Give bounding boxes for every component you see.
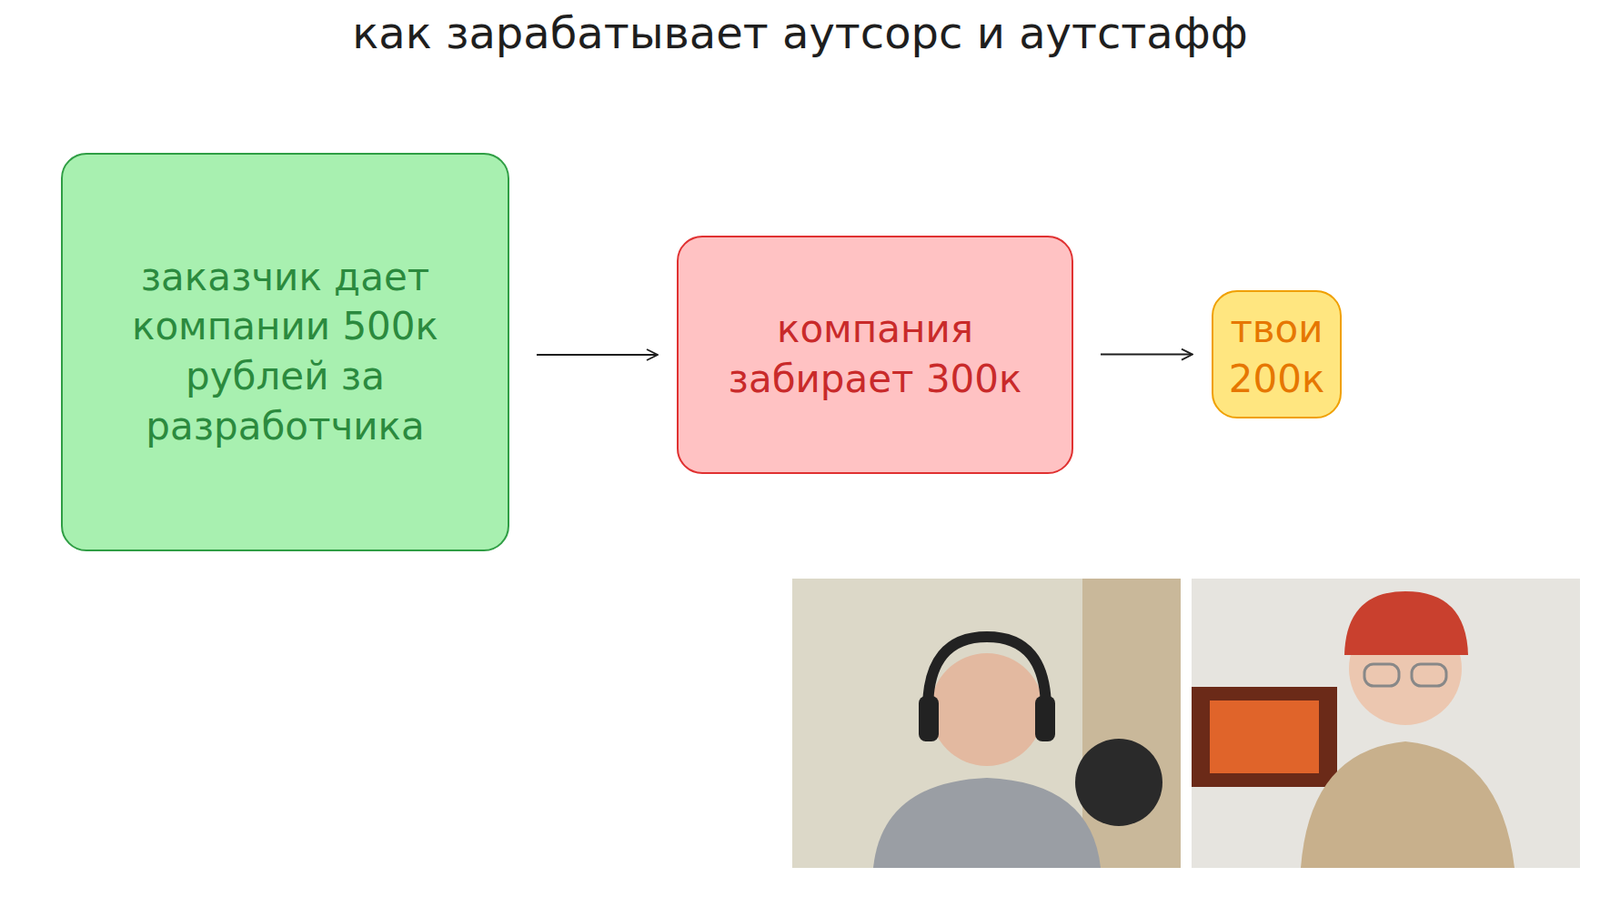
webcam-frame [1191, 578, 1580, 868]
node-text: твои 200к [1226, 304, 1328, 404]
company-box: компания забирает 300к [676, 235, 1074, 474]
diagram-title: как зарабатывает аутсорс и аутстафф [0, 7, 1600, 59]
flow-arrow [1100, 353, 1192, 356]
node-text: заказчик дает компании 500к рублей за ра… [99, 252, 472, 452]
flow-arrow [536, 353, 657, 356]
income-box: твои 200к [1211, 290, 1342, 419]
node-text: компания забирает 300к [705, 304, 1045, 404]
webcam-frame [792, 578, 1181, 868]
client-box: заказчик дает компании 500к рублей за ра… [60, 152, 510, 552]
